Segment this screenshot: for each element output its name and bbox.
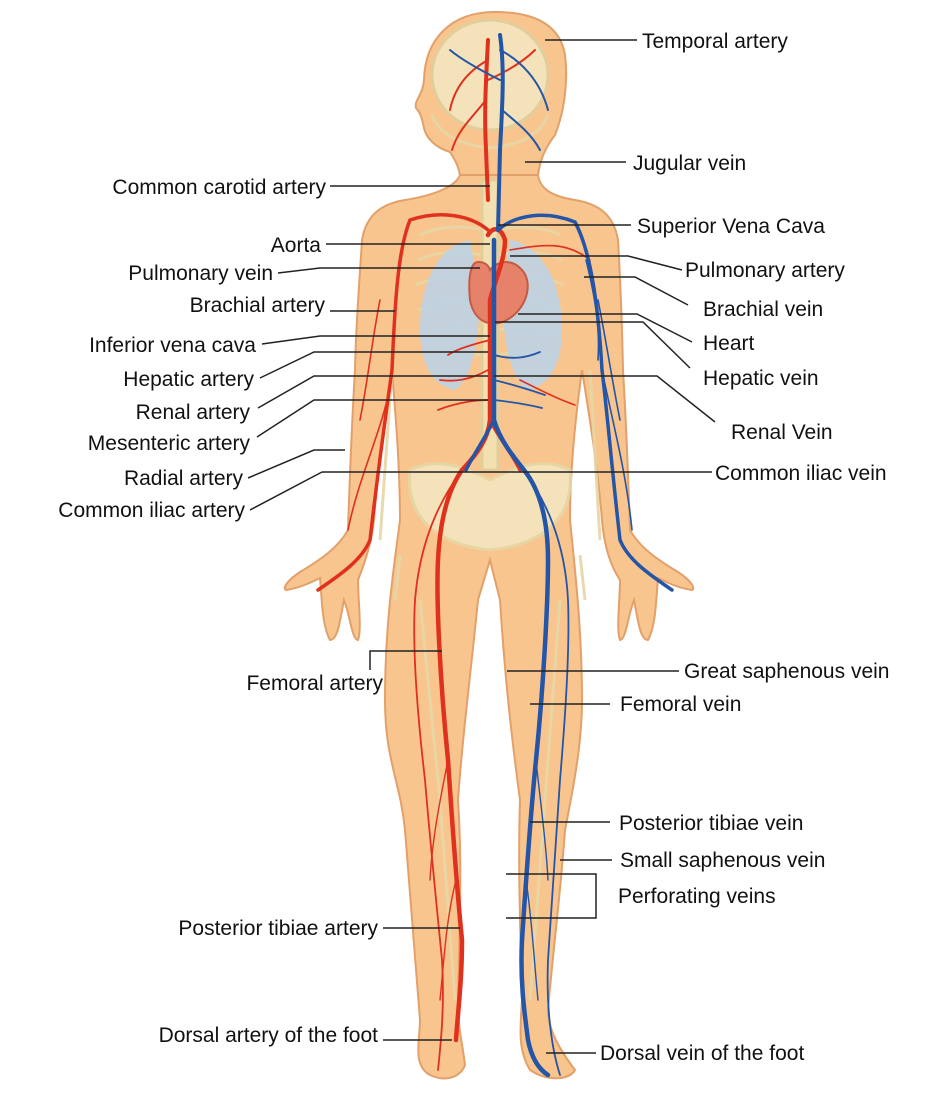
label-pulmonary-vein: Pulmonary vein [128,262,273,285]
label-hepatic-artery: Hepatic artery [123,368,254,391]
label-inferior-vena-cava: Inferior vena cava [89,334,256,357]
label-brachial-artery: Brachial artery [190,294,326,317]
label-renal-vein: Renal Vein [731,421,833,444]
label-common-iliac-artery: Common iliac artery [58,499,245,522]
label-posterior-tibiae-vein: Posterior tibiae vein [619,812,803,835]
label-mesenteric-artery: Mesenteric artery [88,432,251,455]
label-superior-vena-cava: Superior Vena Cava [637,215,825,238]
label-common-iliac-vein: Common iliac vein [715,462,887,485]
label-pulmonary-artery: Pulmonary artery [685,259,845,282]
label-dorsal-artery-foot: Dorsal artery of the foot [159,1024,379,1047]
label-dorsal-vein-foot: Dorsal vein of the foot [600,1042,804,1065]
leader-radial-artery [248,450,345,478]
label-renal-artery: Renal artery [136,401,251,424]
label-femoral-vein: Femoral vein [620,693,741,716]
label-heart: Heart [703,332,755,355]
label-posterior-tibiae-artery: Posterior tibiae artery [178,917,378,940]
label-perforating-veins: Perforating veins [618,885,776,908]
label-aorta: Aorta [271,234,322,257]
label-brachial-vein: Brachial vein [703,298,823,321]
label-great-saphenous-vein: Great saphenous vein [684,660,889,683]
label-hepatic-vein: Hepatic vein [703,367,819,390]
leader-common-iliac-artery [250,472,322,510]
label-jugular-vein: Jugular vein [633,152,746,175]
label-temporal-artery: Temporal artery [642,30,788,53]
label-small-saphenous-vein: Small saphenous vein [620,849,825,872]
label-femoral-artery: Femoral artery [246,672,383,695]
label-radial-artery: Radial artery [124,467,244,490]
label-common-carotid-artery: Common carotid artery [112,176,326,199]
